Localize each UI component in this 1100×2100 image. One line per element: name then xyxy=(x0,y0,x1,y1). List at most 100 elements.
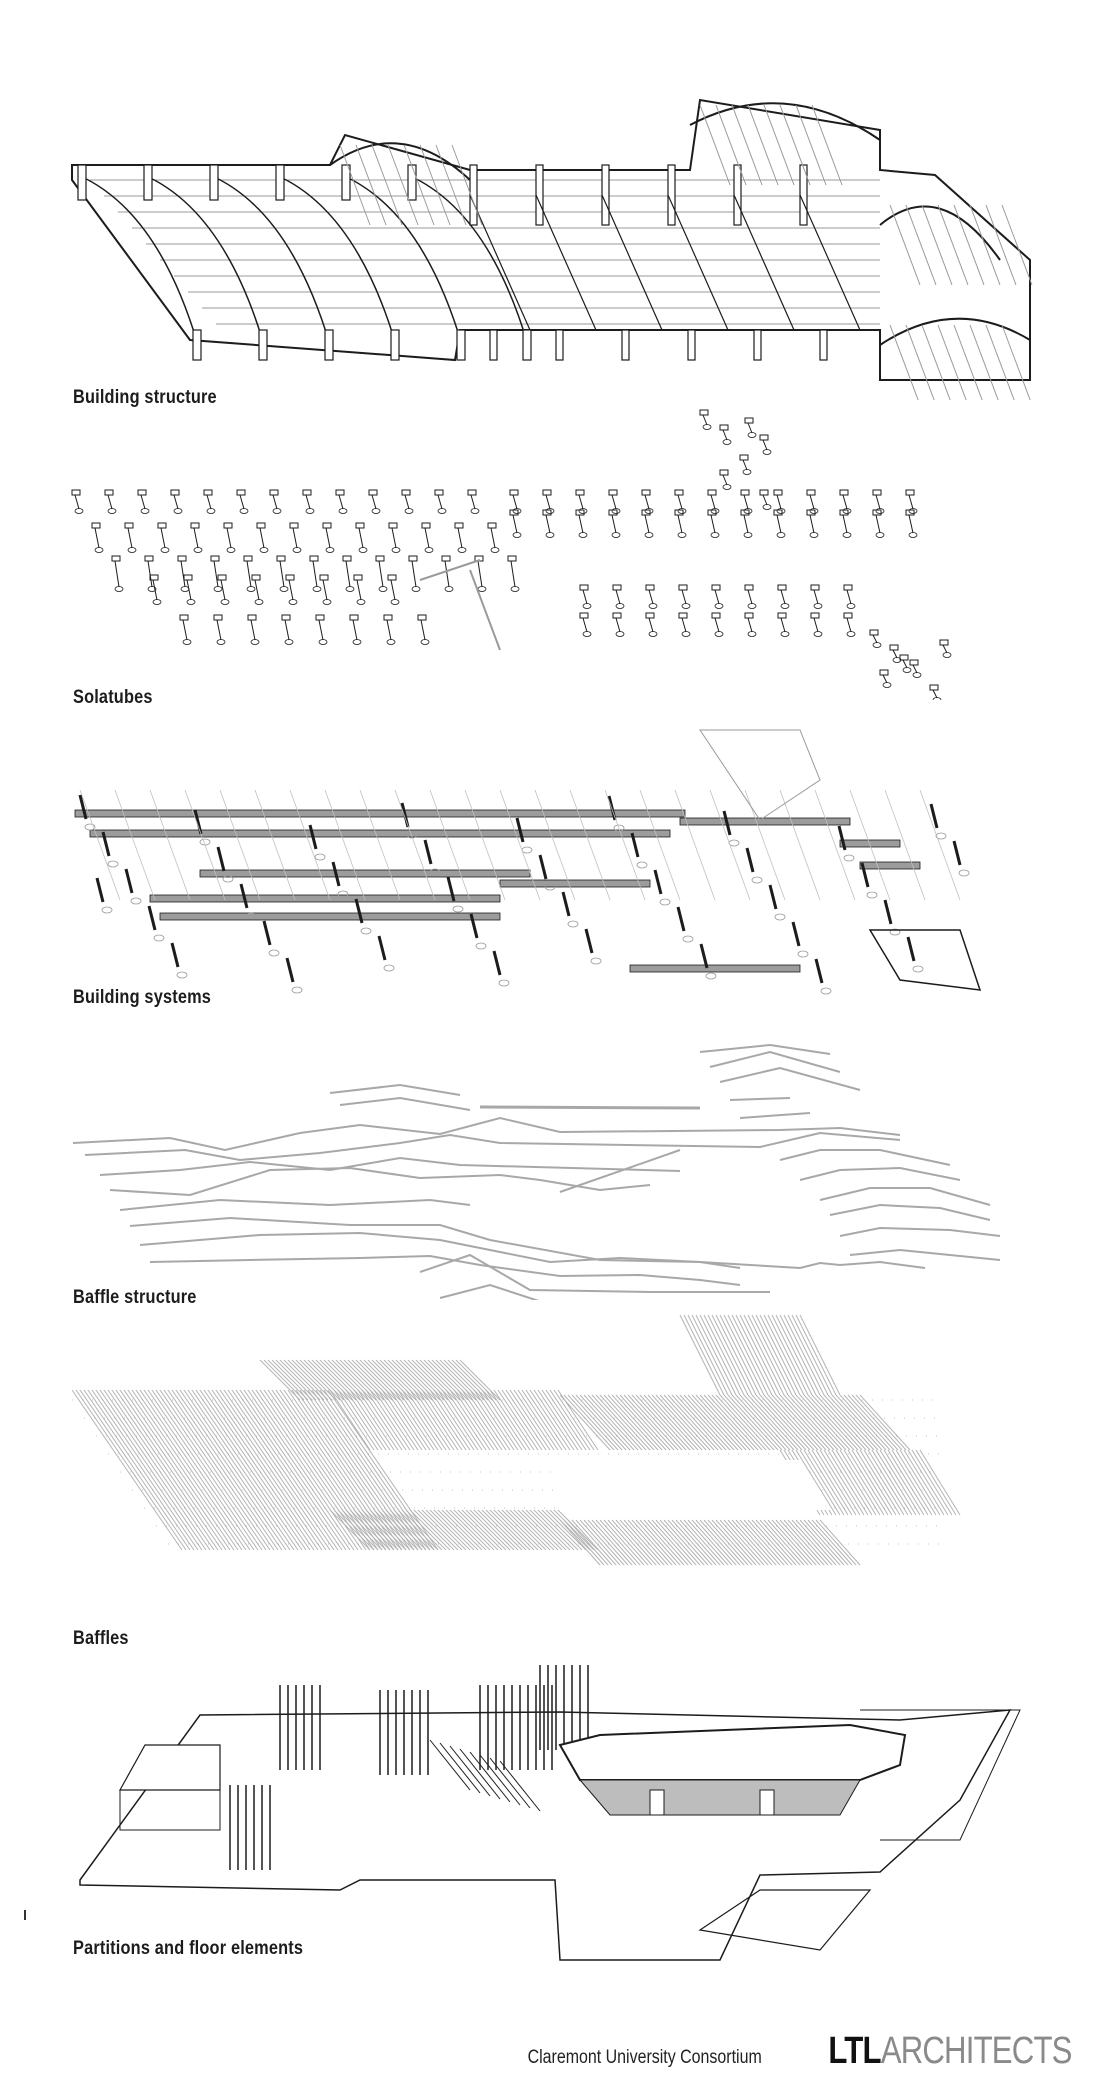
baffle-beam xyxy=(329,1083,461,1096)
solatube-tube xyxy=(325,527,331,549)
solatube-cap xyxy=(434,489,444,496)
solatube-tube xyxy=(114,560,120,588)
diffuser xyxy=(222,875,234,883)
baffle-blade xyxy=(521,1509,563,1551)
baffle-blade xyxy=(517,1389,559,1451)
baffle-blade xyxy=(651,1394,703,1451)
solatube-tube xyxy=(747,589,753,605)
baffle-blade xyxy=(615,1519,657,1566)
solatube-cap xyxy=(641,509,651,516)
baffle-blade xyxy=(707,1314,749,1396)
column xyxy=(143,164,153,201)
solatube-tube xyxy=(714,617,720,633)
solatube-tube xyxy=(250,619,256,641)
baffle-blade xyxy=(671,1519,713,1566)
baffle-blade xyxy=(435,1359,477,1401)
solatube-cap xyxy=(401,489,411,496)
solatube-tube xyxy=(743,494,749,510)
baffle-blade xyxy=(831,1449,873,1516)
vault-slat xyxy=(985,204,1017,286)
solatube-tube xyxy=(615,617,621,633)
duct-drop xyxy=(193,809,203,835)
solatube-cap xyxy=(144,555,154,562)
solatube-diffuser xyxy=(702,424,712,430)
diffuser xyxy=(590,957,602,965)
solatube-cap xyxy=(612,584,622,591)
baffle-blade xyxy=(735,1394,787,1451)
baffle-blade xyxy=(319,1359,361,1401)
baffle-blade xyxy=(783,1394,835,1451)
solatube-cap xyxy=(247,614,257,621)
baffle-blade xyxy=(571,1394,623,1451)
vault-slat xyxy=(1001,324,1031,400)
solatube-diffuser xyxy=(239,508,249,514)
solatube-cap xyxy=(699,409,709,416)
conduit xyxy=(184,789,226,901)
solatube-diffuser xyxy=(259,547,269,553)
baffle-blade xyxy=(489,1389,531,1451)
baffle-blade xyxy=(357,1389,399,1451)
diffuser xyxy=(659,898,671,906)
partitions-drawing xyxy=(79,1665,1021,1961)
solatube-diffuser xyxy=(710,532,720,538)
systems-cluster xyxy=(868,929,982,991)
solatube-diffuser xyxy=(386,639,396,645)
baffle-blade xyxy=(545,1509,587,1551)
conduit xyxy=(779,789,821,901)
baffle-blade xyxy=(445,1509,487,1551)
baffle-blade xyxy=(663,1519,705,1566)
baffle-blade xyxy=(329,1389,371,1451)
baffle-blade xyxy=(453,1509,495,1551)
solatube-diffuser xyxy=(279,586,289,592)
diffuser xyxy=(843,854,855,862)
solatubes-drawing xyxy=(71,409,952,700)
baffle-blade xyxy=(167,1389,279,1551)
baffle-blade xyxy=(337,1389,379,1451)
solatube-diffuser xyxy=(292,547,302,553)
duct-drop xyxy=(791,921,801,947)
baffle-blade xyxy=(867,1449,909,1516)
baffle-blade xyxy=(533,1389,575,1451)
diffuser xyxy=(406,831,418,839)
bleacher-tread xyxy=(469,1751,511,1803)
diffuser xyxy=(820,987,832,995)
baffle-blade xyxy=(429,1389,471,1451)
solatube-cap xyxy=(843,612,853,619)
vault-slat xyxy=(889,324,919,400)
baffle-blade xyxy=(695,1394,747,1451)
solatube-diffuser xyxy=(94,547,104,553)
duct xyxy=(839,839,901,848)
baffle-blade xyxy=(687,1394,739,1451)
baffle-blade xyxy=(763,1519,805,1566)
baffle-blade xyxy=(795,1449,837,1516)
vault-arch xyxy=(329,142,471,181)
solatube-tube xyxy=(747,422,753,434)
baffle-blade xyxy=(307,1359,349,1401)
solatube-cap xyxy=(149,574,159,581)
baffle-blade xyxy=(607,1519,649,1566)
building-structure-drawing xyxy=(71,98,1033,400)
solatube-diffuser xyxy=(358,547,368,553)
baffle-blade xyxy=(631,1519,673,1566)
solatube-cap xyxy=(759,489,769,496)
baffle-blade xyxy=(203,1389,315,1551)
solatube-diffuser xyxy=(246,586,256,592)
baffle-blade xyxy=(699,1314,741,1396)
solatube-diffuser xyxy=(444,586,454,592)
baffle-beam xyxy=(709,1050,841,1073)
baffle-blade xyxy=(707,1519,749,1566)
solatube-diffuser xyxy=(477,586,487,592)
solatube-cap xyxy=(678,612,688,619)
baffle-beam xyxy=(559,1149,681,1193)
arched-rib xyxy=(209,174,331,346)
baffle-blade xyxy=(349,1389,391,1451)
duct-drop xyxy=(239,883,249,909)
beam xyxy=(733,194,795,331)
baffle-blade xyxy=(559,1519,601,1566)
baffle-beam xyxy=(739,1112,811,1119)
solatube-cap xyxy=(839,489,849,496)
solatube-diffuser xyxy=(254,599,264,605)
bleacher-tread xyxy=(439,1742,481,1794)
vault-slat xyxy=(937,204,969,286)
baffle-blade xyxy=(187,1389,299,1551)
